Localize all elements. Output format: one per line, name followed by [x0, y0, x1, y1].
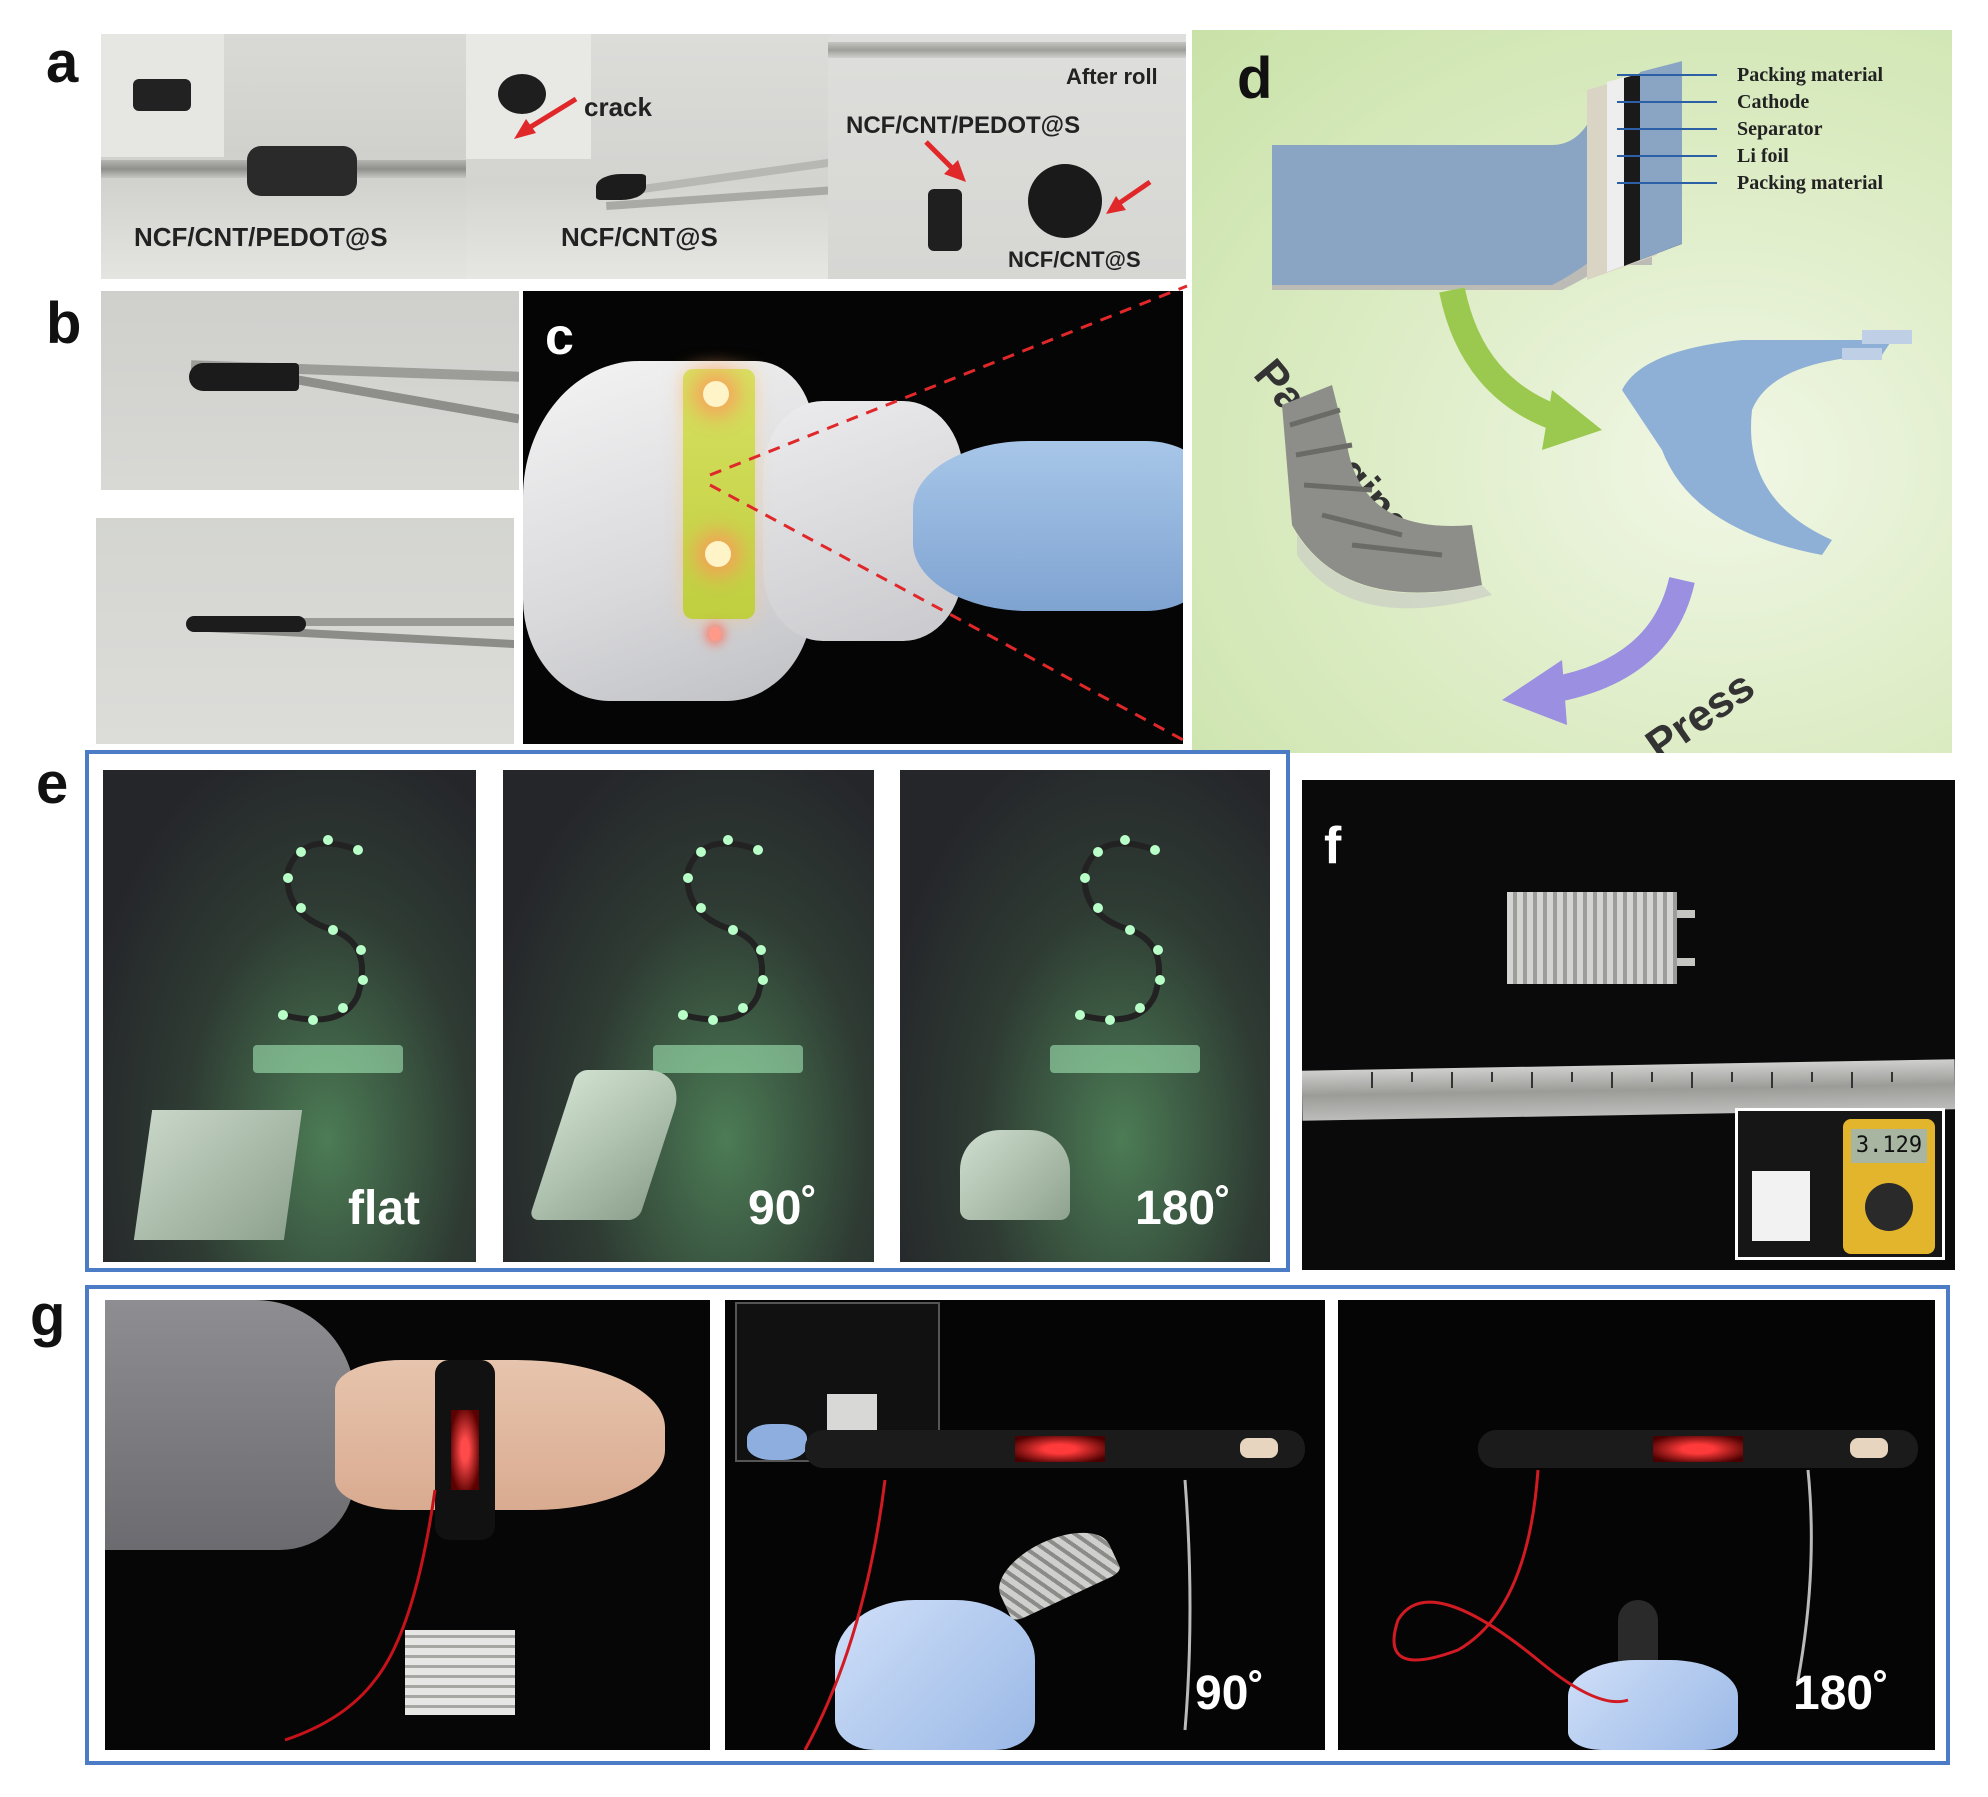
blue-glove [913, 441, 1183, 611]
glove-hand-90 [835, 1600, 1035, 1750]
led-s-shape-3 [1075, 835, 1165, 1025]
diagram-d: d Packing material Cathode Separator Li … [1192, 30, 1952, 753]
red-arrow-icon [514, 96, 578, 139]
led-light-3 [709, 627, 721, 641]
gray-sleeve [105, 1300, 355, 1550]
inset-battery [827, 1394, 877, 1434]
photo-g-90: 90˚ [725, 1300, 1325, 1750]
multimeter-inset: 3.129 [1735, 1108, 1945, 1260]
small-battery [1752, 1171, 1810, 1241]
red-arrow-icon-2 [924, 140, 966, 182]
photo-a-right: After roll NCF/CNT/PEDOT@S NCF/CNT@S [828, 34, 1186, 279]
led-light-1 [703, 381, 729, 407]
panel-letter-d: d [1237, 46, 1273, 111]
zoom-dashed-lines [709, 284, 1188, 744]
packaging-arrow-icon [1439, 287, 1602, 450]
photo-g-180: 180˚ [1338, 1300, 1935, 1750]
label-90-e: 90˚ [748, 1182, 818, 1235]
wires-90 [803, 1479, 1192, 1750]
label-ncf-cnt-s: NCF/CNT@S [561, 222, 718, 252]
photo-f-battery-ruler: f 3.129 [1302, 780, 1955, 1270]
led-watch [435, 1360, 495, 1540]
sample-piece [133, 79, 191, 111]
small-pouch-battery [405, 1630, 515, 1715]
layer-label-li-foil: Li foil [1737, 145, 1789, 167]
battery-wristband [683, 369, 755, 619]
photo-b-top [101, 291, 519, 490]
label-ncf-cnt-pedot-s: NCF/CNT/PEDOT@S [134, 222, 388, 252]
panel-letter-g: g [30, 1283, 66, 1348]
inset-glove [747, 1424, 807, 1460]
label-after-roll: After roll [1066, 64, 1158, 89]
photo-e-flat: flat [103, 770, 476, 1262]
panel-letter-a: a [46, 30, 79, 95]
rolled-electrode [247, 146, 357, 196]
watch-buckle-180 [1850, 1438, 1888, 1458]
glass-rod-top [828, 42, 1186, 58]
led-s-shape-2 [678, 835, 768, 1025]
label-90-g: 90˚ [1195, 1667, 1265, 1720]
bent-electrode [186, 616, 306, 632]
cracked-disc [1028, 164, 1102, 238]
pouch-battery [1507, 892, 1677, 984]
acrylic-stand [253, 1045, 403, 1073]
acrylic-stand-3 [1050, 1045, 1200, 1073]
led-light-2 [705, 541, 731, 567]
watch-display [451, 1410, 479, 1490]
pressed-battery-photo [1282, 385, 1492, 609]
multimeter-dial [1865, 1183, 1913, 1231]
photo-e-180: 180˚ [900, 770, 1270, 1262]
led-s-shape [278, 835, 368, 1025]
photo-b-bottom [96, 518, 514, 744]
layer-label-cathode: Cathode [1737, 91, 1810, 113]
photo-e-90: 90˚ [503, 770, 874, 1262]
panel-letter-e: e [36, 751, 69, 816]
flat-battery [133, 1110, 303, 1240]
panel-letter-f: f [1324, 817, 1342, 875]
multimeter-body: 3.129 [1843, 1119, 1935, 1254]
label-180-g: 180˚ [1793, 1667, 1890, 1720]
tweezer-top-2 [206, 618, 514, 626]
photo-c-wristband: c [523, 291, 1183, 744]
label-180-e: 180˚ [1135, 1182, 1232, 1235]
broken-electrode [596, 174, 646, 200]
panel-e-frame [85, 750, 1290, 1272]
bent-battery-90 [528, 1070, 688, 1220]
red-arrow-icon-3 [1106, 179, 1152, 214]
label-ncf-cnt-s-right: NCF/CNT@S [1008, 247, 1141, 272]
battery-tab-2 [1677, 958, 1695, 966]
rolled-pedot-sample [928, 189, 962, 251]
cracked-sample [498, 74, 546, 114]
layer-label-arrows [1617, 74, 1717, 184]
multimeter-display: 3.129 [1851, 1129, 1927, 1163]
flexible-electrode [189, 363, 299, 391]
watch-display-90 [1015, 1436, 1105, 1462]
label-flat: flat [348, 1182, 420, 1235]
watch-display-180 [1653, 1436, 1743, 1462]
wires-180 [1392, 1469, 1813, 1704]
wrist-hand [335, 1360, 665, 1510]
red-wire [284, 1489, 437, 1742]
battery-layer-stack [1272, 61, 1682, 290]
ruler-ticks [1371, 1072, 1893, 1088]
acrylic-stand-2 [653, 1045, 803, 1073]
press-arrow-icon [1502, 576, 1695, 725]
label-ncf-cnt-pedot-s-right: NCF/CNT/PEDOT@S [846, 112, 1081, 139]
packaged-battery-curved [1622, 330, 1912, 555]
layer-label-packing-material-bottom: Packing material [1737, 172, 1884, 194]
folded-battery-180 [960, 1130, 1070, 1220]
battery-tab-1 [1677, 910, 1695, 918]
panel-letter-c: c [545, 308, 574, 366]
photo-a-middle: crack NCF/CNT@S [466, 34, 828, 279]
panel-g-frame [85, 1285, 1950, 1765]
glove-hand-180 [1568, 1660, 1738, 1750]
panel-letter-b: b [46, 291, 82, 356]
layer-label-packing-material-top: Packing material [1737, 64, 1884, 86]
photo-a-left: NCF/CNT/PEDOT@S [101, 34, 466, 279]
photo-g-wrist [105, 1300, 710, 1750]
watch-buckle-90 [1240, 1438, 1278, 1458]
label-crack: crack [584, 92, 652, 122]
layer-label-separator: Separator [1737, 118, 1823, 140]
